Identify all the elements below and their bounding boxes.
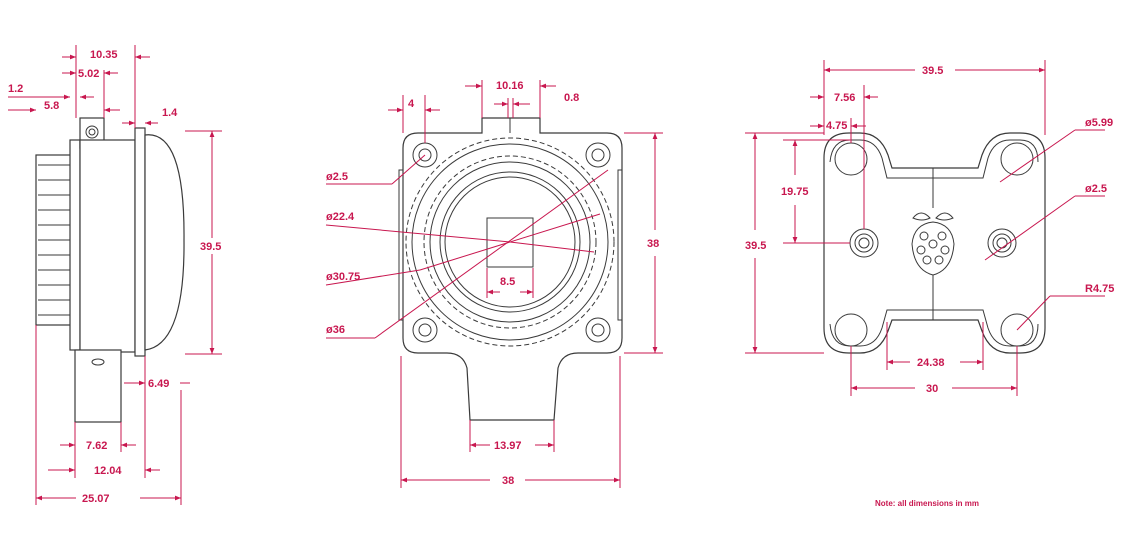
dim-phi-30-75: ø30.75 — [326, 271, 360, 283]
side-view: 10.35 5.02 1.2 5.8 1.4 39.5 6.49 7.62 12 — [8, 45, 226, 505]
dim-12-04: 12.04 — [94, 465, 122, 477]
dim-5-8: 5.8 — [44, 100, 59, 112]
dim-phi-2-5-front: ø2.5 — [326, 171, 348, 183]
dim-24-38: 24.38 — [917, 357, 945, 369]
side-knurl — [38, 164, 70, 316]
back-screw-right — [987, 228, 1017, 258]
dim-5-02: 5.02 — [78, 68, 99, 80]
dim-phi-36: ø36 — [326, 324, 345, 336]
dim-19-75: 19.75 — [781, 186, 809, 198]
dim-13-97: 13.97 — [494, 440, 522, 452]
back-board — [823, 132, 1046, 354]
dim-r-4-75: R4.75 — [1085, 283, 1114, 295]
dim-38-width: 38 — [502, 475, 514, 487]
dim-39-5-width: 39.5 — [922, 65, 943, 77]
dim-39-5-height: 39.5 — [745, 240, 766, 252]
back-view: 39.5 7.56 4.75 ø5.99 ø2.5 19.75 39.5 — [745, 60, 1114, 508]
side-bottom-tab — [74, 349, 122, 423]
dim-4-75: 4.75 — [826, 120, 847, 132]
front-sensor — [486, 217, 534, 268]
dim-10-35: 10.35 — [90, 49, 118, 61]
dim-10-16: 10.16 — [496, 80, 524, 92]
raspberry-logo-icon — [911, 212, 955, 276]
dim-7-62: 7.62 — [86, 440, 107, 452]
dim-8-5: 8.5 — [500, 276, 515, 288]
front-hole-tr — [585, 142, 611, 168]
dim-6-49: 6.49 — [148, 378, 169, 390]
front-lens — [444, 176, 576, 308]
side-board — [134, 127, 146, 357]
units-note: Note: all dimensions in mm — [875, 499, 979, 508]
front-knurl-inner — [423, 155, 597, 329]
dim-4: 4 — [408, 98, 415, 110]
dim-30: 30 — [926, 383, 938, 395]
dim-7-56: 7.56 — [834, 92, 855, 104]
front-lens-ring — [439, 171, 581, 313]
dim-39-5-side: 39.5 — [200, 241, 221, 253]
dim-38-height: 38 — [647, 238, 659, 250]
dim-phi-5-99: ø5.99 — [1085, 117, 1113, 129]
front-knurl-outer — [405, 137, 615, 347]
front-view: 4 10.16 0.8 ø2.5 ø22.4 ø30.75 ø36 8.5 — [325, 80, 663, 488]
dim-phi-22-4: ø22.4 — [326, 211, 355, 223]
dim-0-8: 0.8 — [564, 92, 579, 104]
dim-25-07: 25.07 — [82, 493, 110, 505]
front-hole-bl — [412, 317, 438, 343]
side-flange — [69, 139, 81, 351]
dim-1-2: 1.2 — [8, 83, 23, 95]
side-housing — [79, 139, 136, 353]
front-hole-br — [585, 317, 611, 343]
dim-phi-2-5-back: ø2.5 — [1085, 183, 1107, 195]
dim-1-4: 1.4 — [162, 107, 178, 119]
side-lens-cap — [144, 134, 185, 351]
side-screw-icon — [85, 125, 99, 139]
